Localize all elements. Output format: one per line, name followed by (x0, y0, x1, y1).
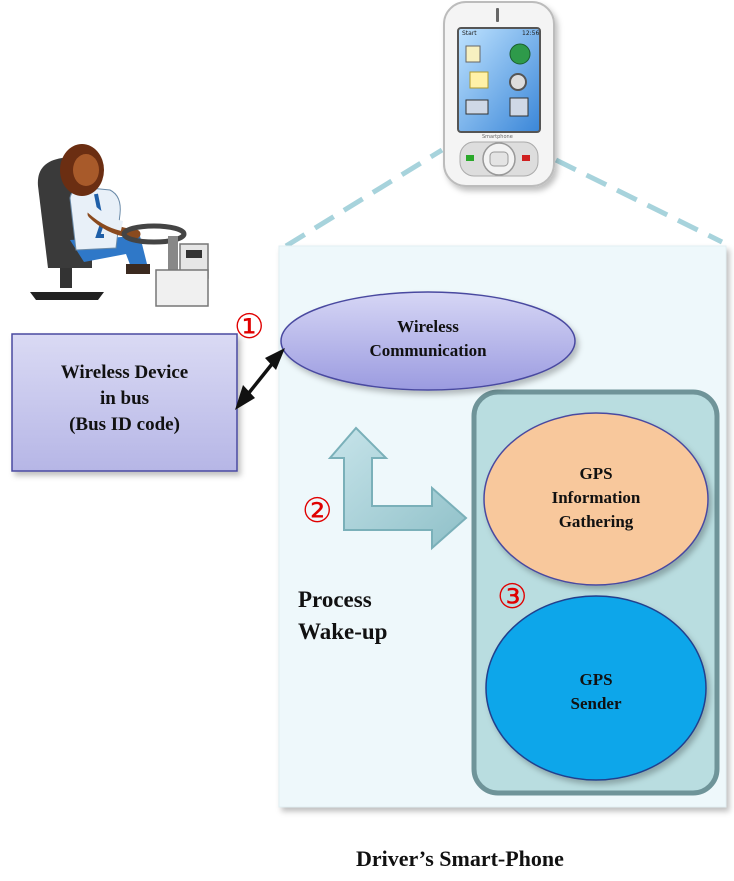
process-wakeup-line-2: Wake-up (298, 619, 388, 644)
process-wakeup-label: Process Wake-up (298, 584, 387, 648)
gps-sender-line-2: Sender (570, 694, 622, 713)
phone-link-dashed-left (284, 147, 444, 249)
gps-sender-label: GPS Sender (486, 668, 706, 716)
caption-drivers-smartphone: Driver’s Smart-Phone (356, 846, 564, 871)
gps-gathering-line-3: Gathering (558, 512, 634, 531)
wireless-device-line-1: Wireless Device (60, 362, 189, 383)
process-wakeup-line-1: Process (298, 587, 372, 612)
gps-gathering-label: GPS Information Gathering (484, 462, 708, 534)
wireless-device-line-3: (Bus ID code) (69, 414, 180, 435)
wireless-communication-line-2: Communication (369, 341, 487, 360)
process-flow-arrow (327, 426, 468, 551)
step-marker-1: ① (234, 307, 265, 347)
wireless-communication-label: Wireless Communication (281, 315, 575, 363)
wireless-device-label: Wireless Device in bus (Bus ID code) (12, 360, 237, 438)
wireless-device-line-2: in bus (99, 388, 150, 409)
gps-gathering-line-2: Information (551, 488, 641, 507)
phone-link-dashed-right (554, 157, 724, 245)
wireless-communication-ellipse (280, 291, 576, 391)
gps-gathering-circle (483, 412, 709, 586)
driver-at-wheel-icon (30, 144, 209, 307)
phone-status-right: 12:56 (522, 30, 540, 37)
wireless-communication-line-1: Wireless (397, 317, 459, 336)
gps-sender-line-1: GPS (579, 670, 613, 689)
step-marker-2: ② (302, 491, 333, 531)
smartphone-icon (443, 1, 555, 187)
step-marker-3: ③ (497, 577, 528, 617)
phone-brand: Smartphone (482, 134, 513, 140)
bidirectional-arrow (235, 348, 285, 410)
phone-status-left: Start (462, 30, 477, 37)
gps-sender-circle (485, 595, 707, 781)
gps-gathering-line-1: GPS (579, 464, 613, 483)
wireless-device-box (11, 333, 238, 472)
